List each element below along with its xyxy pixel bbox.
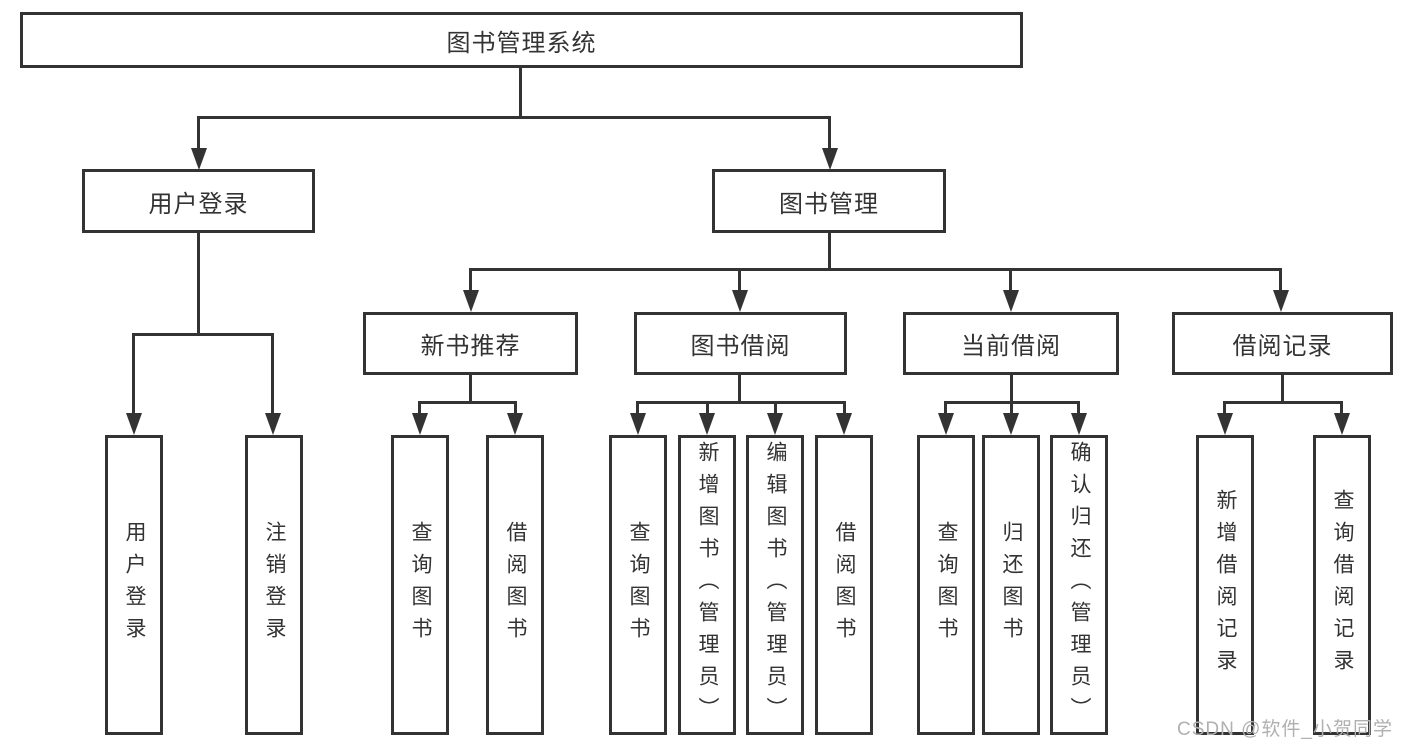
connector-line [843, 401, 846, 413]
connector-line [132, 333, 274, 336]
node-user-login: 用户登录 [82, 169, 315, 233]
connector-line [1009, 268, 1012, 290]
leaf-add-borrow-record: 新增借阅记录 [1196, 435, 1254, 735]
arrowhead-icon [412, 413, 428, 435]
arrowhead-icon [1217, 413, 1233, 435]
connector-line [1340, 401, 1343, 413]
node-book-borrow: 图书借阅 [634, 312, 847, 375]
leaf-query-borrow-record: 查询借阅记录 [1313, 435, 1371, 735]
arrowhead-icon [265, 413, 281, 435]
leaf-return-book: 归还图书 [982, 435, 1040, 735]
connector-line [514, 401, 517, 413]
connector-line [418, 401, 421, 413]
arrowhead-icon [767, 413, 783, 435]
leaf-query-books-current: 查询图书 [917, 435, 975, 735]
leaf-confirm-return-admin: 确认归还（管理员） [1050, 435, 1108, 735]
connector-line [1223, 401, 1343, 404]
connector-line [197, 233, 200, 336]
arrowhead-icon [938, 413, 954, 435]
leaf-add-book-admin: 新增图书（管理员） [678, 435, 736, 735]
leaf-edit-book-admin: 编辑图书（管理员） [746, 435, 804, 735]
connector-line [706, 401, 709, 413]
node-book-management: 图书管理 [712, 169, 946, 233]
node-borrow-records: 借阅记录 [1172, 312, 1393, 375]
arrowhead-icon [463, 290, 479, 312]
connector-line [1077, 401, 1080, 413]
connector-line [944, 401, 947, 413]
connector-line [132, 333, 135, 413]
arrowhead-icon [836, 413, 852, 435]
connector-line [1281, 375, 1284, 404]
arrowhead-icon [699, 413, 715, 435]
leaf-query-books-borrow: 查询图书 [609, 435, 667, 735]
connector-line [738, 268, 741, 290]
connector-line [469, 268, 472, 290]
node-current-borrow: 当前借阅 [903, 312, 1119, 375]
connector-line [1010, 401, 1013, 413]
arrowhead-icon [1003, 413, 1019, 435]
arrowhead-icon [507, 413, 523, 435]
connector-line [418, 401, 517, 404]
connector-line [1223, 401, 1226, 413]
connector-line [519, 68, 522, 119]
leaf-borrow-books-recommend: 借阅图书 [486, 435, 544, 735]
arrowhead-icon [1273, 290, 1289, 312]
connector-line [774, 401, 777, 413]
connector-line [271, 333, 274, 413]
arrowhead-icon [630, 413, 646, 435]
leaf-logout: 注销登录 [245, 435, 303, 735]
connector-line [636, 401, 639, 413]
connector-line [828, 116, 831, 152]
arrowhead-icon [822, 148, 838, 170]
leaf-borrow-books: 借阅图书 [815, 435, 873, 735]
arrowhead-icon [732, 290, 748, 312]
connector-line [469, 375, 472, 404]
watermark-text: CSDN @软件_小贺同学 [1177, 719, 1393, 740]
connector-line [828, 233, 831, 270]
node-new-book-recommend: 新书推荐 [363, 312, 578, 375]
arrowhead-icon [1334, 413, 1350, 435]
connector-line [197, 116, 831, 119]
connector-line [197, 116, 200, 152]
arrowhead-icon [126, 413, 142, 435]
connector-line [738, 375, 741, 404]
arrowhead-icon [191, 148, 207, 170]
node-library-management-system: 图书管理系统 [20, 12, 1023, 68]
arrowhead-icon [1003, 290, 1019, 312]
leaf-query-books-recommend: 查询图书 [391, 435, 449, 735]
connector-line [1010, 375, 1013, 404]
leaf-user-login: 用户登录 [105, 435, 163, 735]
connector-line [469, 268, 1282, 271]
connector-line [636, 401, 845, 404]
arrowhead-icon [1071, 413, 1087, 435]
connector-line [1279, 268, 1282, 290]
